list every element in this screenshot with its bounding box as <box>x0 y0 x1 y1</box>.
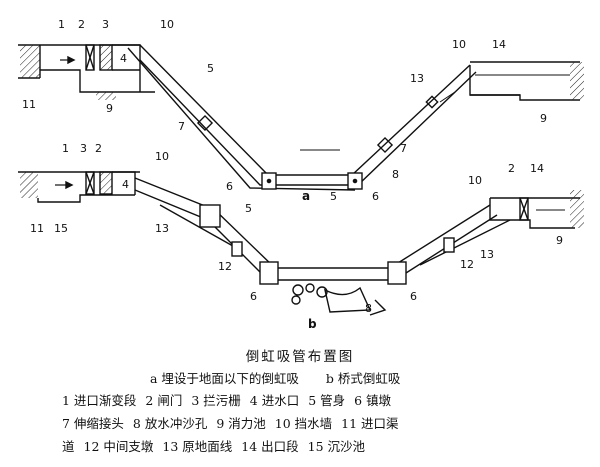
legend-item: 9 消力池 <box>216 416 266 431</box>
legend-item: 1 进口渐变段 <box>62 393 137 408</box>
label-10-a-left: 10 <box>160 18 174 31</box>
label-6-b-bottom-left: 6 <box>250 290 257 303</box>
label-6-b-top: 6 <box>226 180 233 193</box>
label-13-a: 13 <box>410 72 424 85</box>
legend-row-2: 7 伸缩接头 8 放水冲沙孔 9 消力池 10 挡水墙 11 进口渠 <box>62 413 600 432</box>
outlet-structure-a <box>425 61 584 109</box>
legend-item: 3 拦污栅 <box>191 393 241 408</box>
outlet-structure-b <box>489 190 584 229</box>
sub-legend: a 埋设于地面以下的倒虹吸 b 桥式倒虹吸 <box>150 368 600 387</box>
legend-row-1: 1 进口渐变段 2 闸门 3 拦污栅 4 进水口 5 管身 6 镇墩 <box>62 390 600 409</box>
label-a: a <box>302 189 310 203</box>
label-3-a: 3 <box>102 18 109 31</box>
label-b: b <box>308 317 317 331</box>
label-7-a-left: 7 <box>178 120 185 133</box>
label-5-a-bottom: 5 <box>330 190 337 203</box>
legend-item: 4 进水口 <box>249 393 300 408</box>
label-11-b: 11 <box>30 222 44 235</box>
sub-legend-a: a 埋设于地面以下的倒虹吸 <box>150 371 299 386</box>
legend-item: 道 <box>62 439 75 454</box>
label-9-a-left: 9 <box>106 102 113 115</box>
label-2-b-right: 2 <box>508 162 515 175</box>
label-15-b: 15 <box>54 222 68 235</box>
label-8-b: 8 <box>365 302 372 315</box>
legend-item: 11 进口渠 <box>341 416 399 431</box>
legend-item: 6 镇墩 <box>354 393 392 408</box>
anchor-blocks-b <box>199 204 455 285</box>
label-2-b: 2 <box>95 142 102 155</box>
label-9-b: 9 <box>556 234 563 247</box>
labels-b: 1 3 2 10 4 11 15 13 6 5 12 6 b 8 6 12 13… <box>30 142 563 331</box>
label-10-b-right: 10 <box>468 174 482 187</box>
legend-item: 10 挡水墙 <box>274 416 333 431</box>
label-5-a: 5 <box>207 62 214 75</box>
label-11-a: 11 <box>22 98 36 111</box>
label-14-b: 14 <box>530 162 544 175</box>
legend-item: 7 伸缩接头 <box>62 416 124 431</box>
label-6-a: 6 <box>372 190 379 203</box>
label-13-b-left: 13 <box>155 222 169 235</box>
anchor-blocks-a <box>261 172 363 190</box>
label-1-a: 1 <box>58 18 65 31</box>
diagram-a <box>18 44 584 191</box>
sub-legend-b: b 桥式倒虹吸 <box>325 371 401 386</box>
legend-item: 8 放水冲沙孔 <box>132 416 208 431</box>
label-14-a: 14 <box>492 38 506 51</box>
labels-a: 1 2 3 10 4 11 9 5 7 10 14 13 9 7 8 6 5 a <box>22 18 547 203</box>
label-4-a: 4 <box>120 52 127 65</box>
legend-item: 12 中间支墩 <box>83 439 154 454</box>
label-3-b: 3 <box>80 142 87 155</box>
label-4-b: 4 <box>122 178 129 191</box>
legend-row-3: 道 12 中间支墩 13 原地面线 14 出口段 15 沉沙池 <box>62 436 600 455</box>
figure-title: 倒虹吸管布置图 <box>245 349 355 365</box>
label-7-a-right: 7 <box>400 142 407 155</box>
label-5-b: 5 <box>245 202 252 215</box>
label-8-a: 8 <box>392 168 399 181</box>
legend-item: 14 出口段 <box>241 439 299 454</box>
label-12-b-right: 12 <box>460 258 474 271</box>
label-1-b: 1 <box>62 142 69 155</box>
label-6-b-bottom-right: 6 <box>410 290 417 303</box>
legend-item: 13 原地面线 <box>162 439 233 454</box>
inlet-structure-a <box>18 44 155 100</box>
diagram-b <box>18 171 584 316</box>
pipe-body-a <box>127 44 477 191</box>
inlet-structure-b <box>18 171 140 203</box>
legend-item: 5 管身 <box>308 393 346 408</box>
label-10-b-left: 10 <box>155 150 169 163</box>
label-2-a: 2 <box>78 18 85 31</box>
label-13-b-right: 13 <box>480 248 494 261</box>
inverted-siphon-diagram: 1 2 3 10 4 11 9 5 7 10 14 13 9 7 8 6 5 a… <box>18 18 584 331</box>
bridge-rubble-b <box>291 283 387 316</box>
label-12-b-left: 12 <box>218 260 232 273</box>
legend-item: 15 沉沙池 <box>307 439 366 454</box>
label-9-a-right: 9 <box>540 112 547 125</box>
legend-item: 2 闸门 <box>145 393 183 408</box>
pipe-body-b <box>134 177 511 281</box>
label-10-a-right: 10 <box>452 38 466 51</box>
